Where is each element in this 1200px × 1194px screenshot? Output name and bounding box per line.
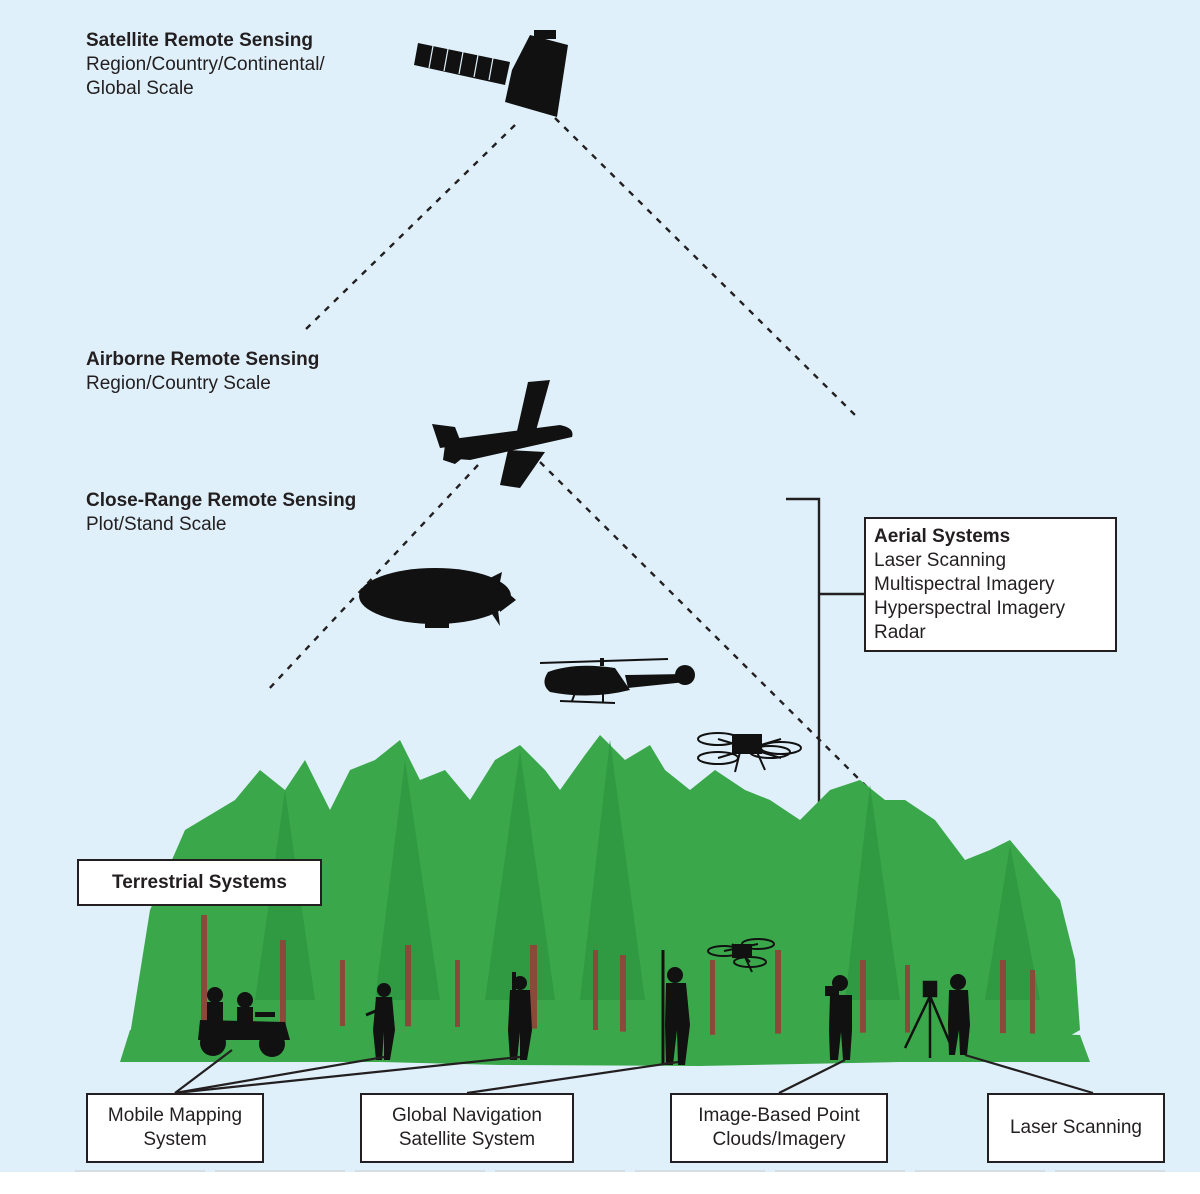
close-range-scale: Plot/Stand Scale (86, 514, 227, 535)
bottom-label-line1: Global Navigation (392, 1105, 542, 1126)
helicopter-icon (539, 658, 695, 704)
aerial-item: Hyperspectral Imagery (874, 598, 1066, 619)
drone-icon (697, 732, 802, 773)
atv-icon (198, 987, 290, 1057)
sensing-cone-lines (267, 117, 881, 801)
airborne-label: Airborne Remote Sensing Region/Country S… (86, 348, 319, 396)
connector-lines (174, 1049, 1094, 1095)
aerial-item: Laser Scanning (874, 550, 1007, 571)
airborne-title: Airborne Remote Sensing (86, 349, 320, 370)
person-icon (948, 974, 970, 1055)
aerial-systems-title: Aerial Systems (874, 526, 1011, 547)
satellite-title: Satellite Remote Sensing (86, 30, 314, 51)
satellite-scale-line2: Global Scale (86, 78, 194, 99)
person-icon (365, 983, 395, 1060)
airship-icon (359, 568, 516, 628)
mobile-mapping-box: Mobile Mapping System (86, 1093, 264, 1163)
terrestrial-systems-box: Terrestrial Systems (77, 859, 322, 906)
close-range-label: Close-Range Remote Sensing Plot/Stand Sc… (86, 489, 356, 537)
close-range-title: Close-Range Remote Sensing (86, 490, 357, 511)
drone-icon (707, 938, 775, 973)
person-icon (825, 975, 852, 1060)
laser-scanning-box: Laser Scanning (987, 1093, 1165, 1163)
aerial-item: Radar (874, 622, 926, 643)
person-icon (661, 950, 690, 1065)
bottom-label-line2: Satellite System (398, 1129, 536, 1150)
aerial-item: Multispectral Imagery (874, 574, 1055, 595)
aerial-systems-box: Aerial Systems Laser Scanning Multispect… (864, 517, 1117, 652)
bottom-label-line1: Laser Scanning (1009, 1117, 1143, 1138)
bottom-label-line2: System (143, 1129, 207, 1150)
gnss-box: Global Navigation Satellite System (360, 1093, 574, 1163)
airplane-icon (432, 380, 573, 488)
airborne-scale: Region/Country Scale (86, 373, 271, 394)
terrestrial-systems-title: Terrestrial Systems (112, 871, 287, 893)
satellite-label: Satellite Remote Sensing Region/Country/… (86, 29, 325, 101)
satellite-scale-line1: Region/Country/Continental/ (86, 54, 325, 75)
tripod-scanner-icon (903, 980, 954, 1058)
bottom-label-line1: Mobile Mapping (107, 1105, 243, 1126)
image-based-box: Image-Based Point Clouds/Imagery (670, 1093, 888, 1163)
bottom-label-line2: Clouds/Imagery (712, 1129, 846, 1150)
bottom-label-line1: Image-Based Point (698, 1105, 860, 1126)
person-icon (508, 972, 532, 1060)
satellite-icon (414, 30, 568, 117)
